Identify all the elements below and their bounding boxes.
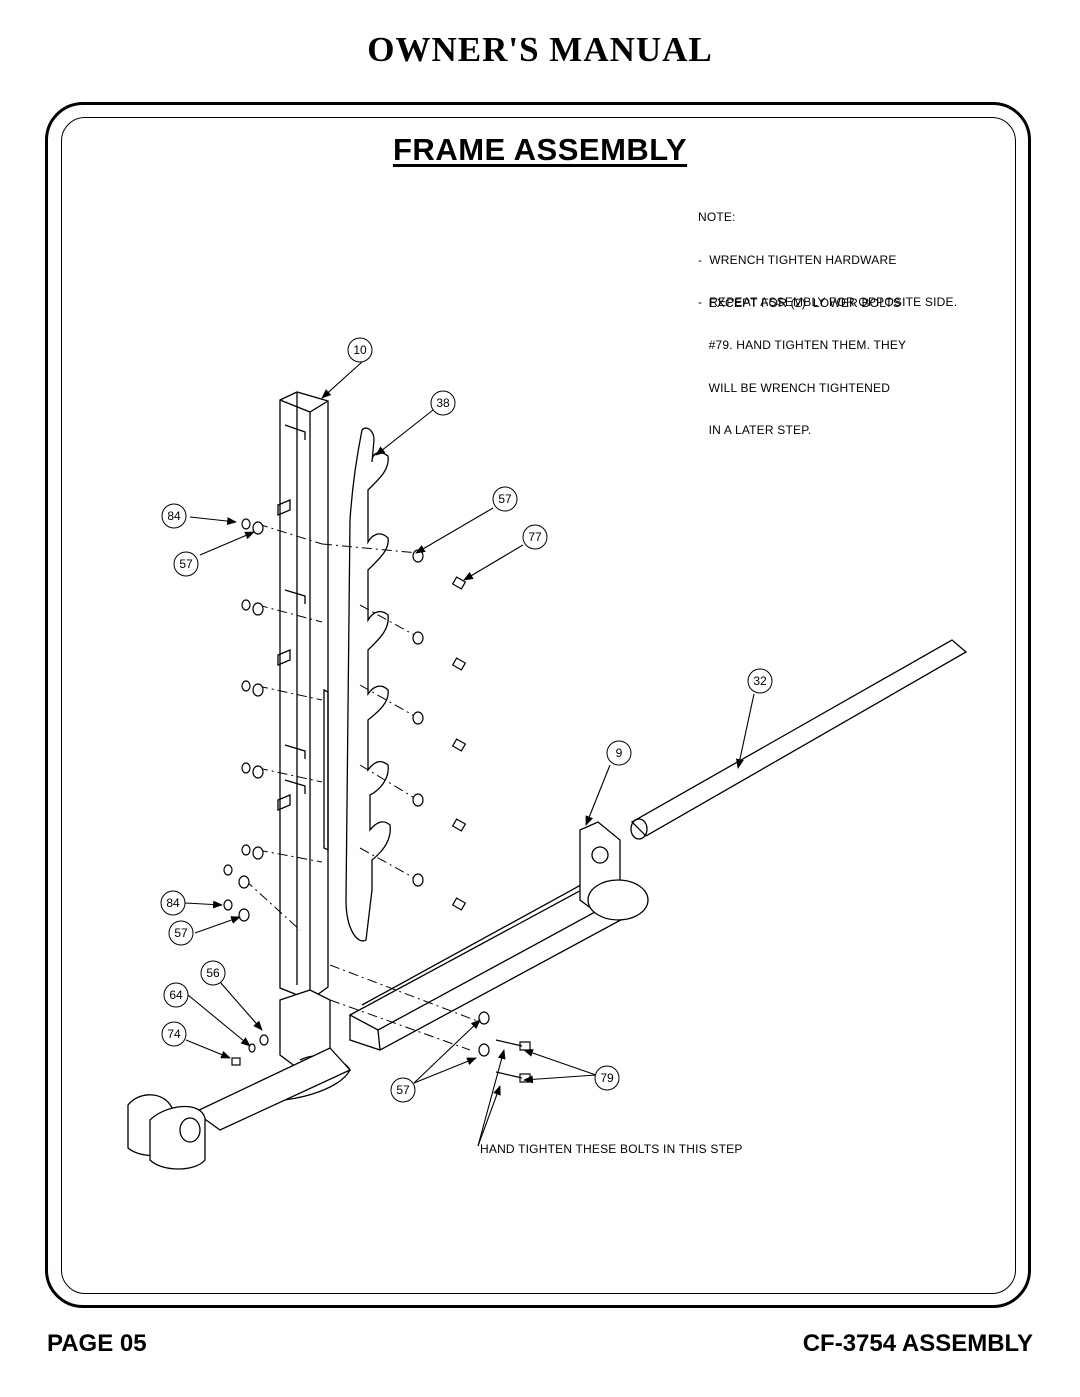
base-foot [127,989,352,1170]
callout-label: 57 [396,1083,410,1097]
callout-label: 77 [528,530,542,544]
note-line: EXCEPT FOR (2) LOWER BOLTS [698,295,901,310]
callout-label: 84 [167,509,181,523]
frame-outer-border [45,102,1031,1308]
note-line: NOTE: [698,210,736,225]
assembly-note: NOTE: - WRENCH TIGHTEN HARDWARE EXCEPT F… [698,182,906,452]
callout-label: 9 [616,746,623,760]
callout-label: 57 [179,557,193,571]
long-bar [630,639,968,840]
hook-bracket [345,427,391,942]
callout-label: 84 [166,896,180,910]
callout-label: 38 [436,396,450,410]
hand-tighten-label: HAND TIGHTEN THESE BOLTS IN THIS STEP [480,1142,743,1156]
page-number: PAGE 05 [47,1330,147,1357]
note-line: - WRENCH TIGHTEN HARDWARE [698,253,897,268]
callout-label: 64 [169,988,183,1002]
frame-inner-border [61,117,1016,1294]
callout-label: 10 [353,343,367,357]
manual-title: OWNER'S MANUAL [367,30,713,69]
callout-label: 74 [167,1027,181,1041]
callout-label: 79 [600,1071,614,1085]
left-washers [223,518,264,922]
note-line: #79. HAND TIGHTEN THEM. THEY [698,338,907,353]
repeat-note: - REPEAT ASSEMBLY FOR OPPOSITE SIDE. [698,295,958,309]
callout-label: 57 [498,492,512,506]
note-line: IN A LATER STEP. [698,423,812,438]
section-title: FRAME ASSEMBLY [393,132,688,167]
note-line: WILL BE WRENCH TIGHTENED [698,380,891,395]
callout-label: 32 [753,674,767,688]
end-bracket [579,821,649,921]
callout-label: 56 [206,966,220,980]
model-assembly: CF-3754 ASSEMBLY [802,1330,1033,1357]
right-washers [412,549,490,1057]
hardware [223,518,531,1083]
bolts [231,576,531,1083]
callout-label: 57 [174,926,188,940]
